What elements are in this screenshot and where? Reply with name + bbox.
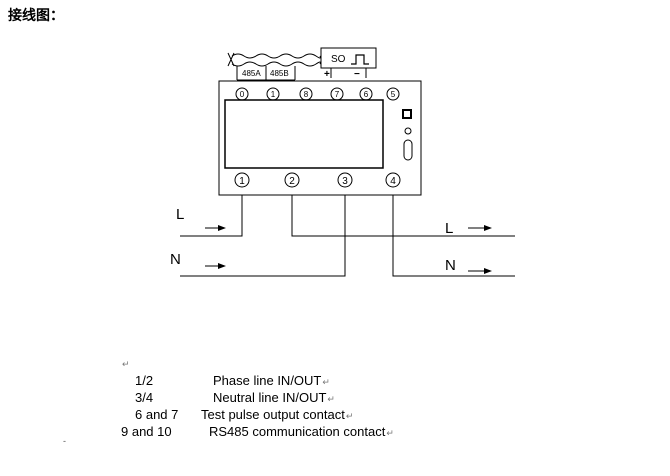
arrow-left-l [205, 225, 226, 231]
svg-text:5: 5 [391, 90, 396, 99]
button-slot-icon [403, 139, 413, 161]
svg-text:7: 7 [335, 90, 340, 99]
legend-terminals: 6 and 7 [135, 407, 179, 422]
rs485-twisted-wires [227, 52, 321, 81]
svg-text:4: 4 [390, 176, 396, 187]
terminal-top-6: 6 [359, 87, 373, 101]
arrow-right-n [468, 268, 492, 274]
legend-terminals: 3/4 [135, 390, 154, 405]
wire-label-left-l: L [176, 206, 184, 223]
pulse-output-box [320, 47, 377, 69]
legend-row-4: 9 and 10 RS485 communication contact↵ [121, 424, 394, 439]
return-mark: ↵ [122, 359, 130, 369]
legend-terminals: 9 and 10 [121, 424, 172, 439]
legend-description: RS485 communication contact [209, 424, 386, 439]
return-mark: ↵ [386, 428, 394, 438]
pulse-minus-label: − [354, 69, 360, 80]
svg-text:6: 6 [364, 90, 369, 99]
stray-mark: - [63, 436, 66, 446]
legend-row-2: 3/4 Neutral line IN/OUT↵ [135, 390, 335, 405]
svg-text:2: 2 [289, 176, 295, 187]
legend-description: Neutral line IN/OUT [213, 390, 327, 405]
pulse-waveform-icon [351, 54, 369, 65]
terminal-top-5: 5 [386, 87, 400, 101]
svg-text:0: 0 [240, 90, 245, 99]
wire-label-right-n: N [445, 257, 456, 274]
meter-body [218, 80, 422, 196]
terminal-bottom-3: 3 [337, 172, 353, 188]
pulse-plus-label: + [324, 69, 330, 80]
terminal-top-0: 0 [235, 87, 249, 101]
terminal-bottom-2: 2 [284, 172, 300, 188]
wiring-lines [180, 195, 515, 277]
terminal-bottom-1: 1 [234, 172, 250, 188]
terminal-top-7: 7 [330, 87, 344, 101]
terminal-top-8: 8 [299, 87, 313, 101]
indicator-dot-icon [404, 127, 412, 135]
svg-text:3: 3 [342, 176, 348, 187]
svg-text:1: 1 [271, 90, 276, 99]
legend-row-3: 6 and 7 Test pulse output contact↵ [135, 407, 353, 422]
legend-description: Phase line IN/OUT [213, 373, 322, 388]
svg-text:8: 8 [304, 90, 309, 99]
legend-description: Test pulse output contact [201, 407, 345, 422]
terminal-bottom-4: 4 [385, 172, 401, 188]
return-mark: ↵ [327, 394, 335, 404]
wire-label-left-n: N [170, 251, 181, 268]
rs485a-label: 485A [242, 69, 261, 78]
diagram-title: 接线图： [8, 8, 64, 24]
pulse-led-icon [402, 109, 412, 119]
legend-row-1: 1/2 Phase line IN/OUT↵ [135, 373, 330, 388]
arrow-left-n [205, 263, 226, 269]
return-mark: ↵ [322, 377, 330, 387]
meter-display [224, 99, 384, 169]
return-mark: ↵ [345, 411, 354, 421]
pulse-box-label: SO [331, 54, 346, 65]
wire-label-right-l: L [445, 220, 453, 237]
legend-terminals: 1/2 [135, 373, 154, 388]
arrow-right-l [468, 225, 492, 231]
terminal-top-1: 1 [266, 87, 280, 101]
rs485b-label: 485B [270, 69, 289, 78]
svg-text:1: 1 [239, 176, 245, 187]
